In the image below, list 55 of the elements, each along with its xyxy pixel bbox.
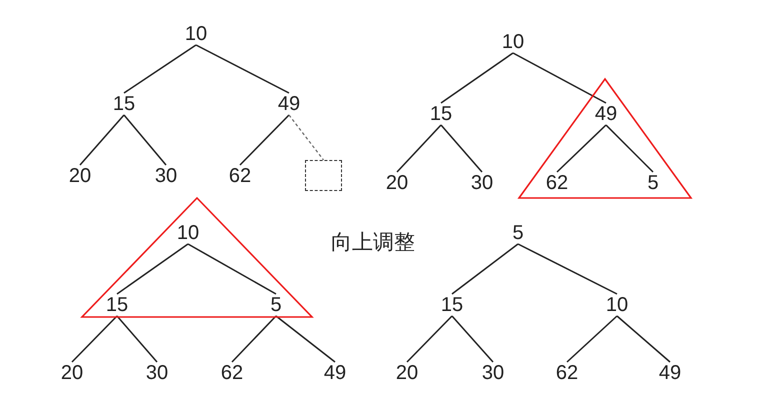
node-number: 20 [386,172,408,194]
highlight-triangle [518,78,692,199]
branch-line [196,44,290,94]
node-number: 62 [220,362,244,384]
branch-line [231,315,277,363]
highlight-triangle [81,197,313,318]
branch-line [616,315,670,363]
branch-line [566,315,618,363]
node-number: 49 [278,93,300,115]
branch-line [556,124,607,173]
node-number: 15 [430,103,452,125]
branch-line [406,315,453,363]
branch-line [440,52,514,104]
branch-line [452,243,518,295]
branch-line [451,316,494,362]
node-number: 30 [154,165,178,187]
branch-line [512,52,606,104]
branch-line [440,124,483,172]
node-number: 5 [647,172,659,194]
branch-line [123,114,167,166]
node-number: 62 [546,172,568,194]
node-number: 10 [176,222,200,244]
node-number: 5 [512,222,524,244]
node-number: 62 [228,165,252,187]
branch-line [188,243,276,295]
node-number: 30 [470,172,494,194]
branch-line [276,315,336,363]
branch-line [518,243,618,295]
node-number: 20 [60,362,84,384]
step-label: 向上调整 [331,231,415,255]
branch-line [605,124,654,173]
node-number: 49 [658,362,682,384]
branch-line [396,124,442,173]
branch-line [239,114,290,166]
branch-line [116,243,188,295]
node-number: 15 [112,93,136,115]
node-number: 10 [184,23,208,45]
node-number: 15 [106,294,128,316]
node-number: 5 [270,294,282,316]
node-number: 30 [482,362,504,384]
node-number: 10 [502,31,524,53]
node-number: 15 [440,294,464,316]
empty-box [305,160,342,191]
branch-line [116,316,158,362]
branch-line [288,114,324,160]
node-number: 30 [146,362,168,384]
node-number: 20 [396,362,418,384]
branch-line [79,114,125,166]
node-number: 62 [556,362,578,384]
node-number: 49 [594,103,618,125]
node-number: 20 [68,165,92,187]
branch-line [124,44,196,94]
branch-line [71,315,118,363]
node-number: 10 [606,294,628,316]
node-number: 49 [324,362,346,384]
